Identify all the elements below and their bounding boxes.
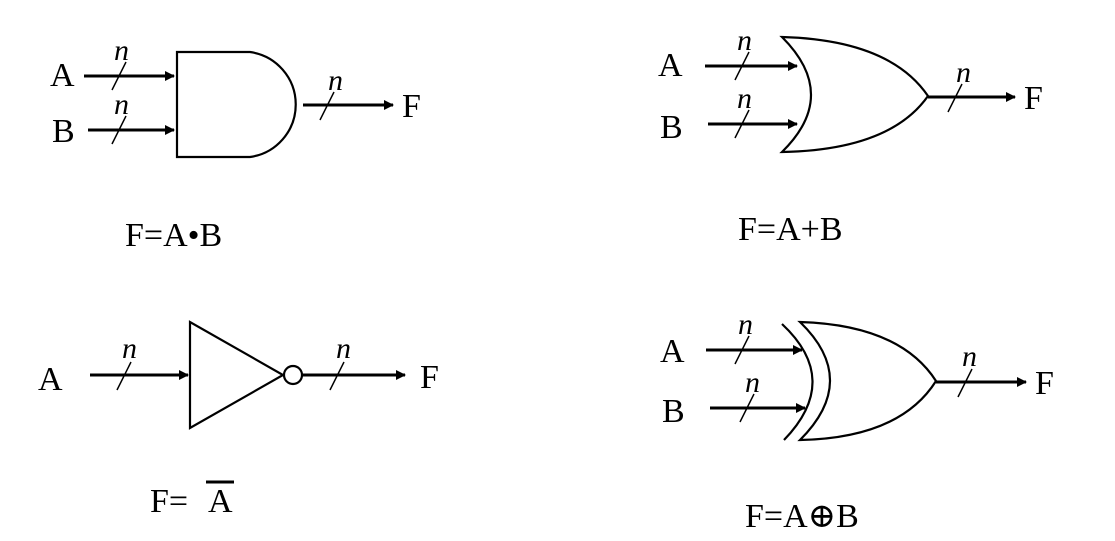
bus-slash: [734, 335, 750, 365]
bus-width-label: n: [745, 366, 760, 399]
not-equation-var: A: [208, 483, 233, 520]
bus-width-label: n: [122, 332, 137, 365]
xor-input-a-label: A: [660, 333, 685, 370]
and-gate-body: [175, 50, 297, 159]
bus-slash: [947, 83, 963, 113]
not-equation-prefix: F=: [150, 483, 188, 520]
bus-slash: [111, 115, 127, 145]
or-equation: F=A+B: [738, 211, 843, 248]
xor-output-label: F: [1035, 365, 1054, 402]
bus-width-label: n: [336, 332, 351, 365]
bus-width-label: n: [737, 24, 752, 57]
or-output-label: F: [1024, 80, 1043, 117]
inversion-bubble: [282, 364, 304, 386]
bus-width-label: n: [956, 56, 971, 89]
bus-slash: [957, 368, 973, 398]
bus-slash: [734, 109, 750, 139]
and-gate: A B n n n F F=A•B: [50, 34, 421, 254]
not-input-a-label: A: [38, 361, 63, 398]
xor-extra-curve: [781, 323, 814, 441]
bus-width-label: n: [114, 88, 129, 121]
and-input-a-label: A: [50, 57, 75, 94]
bus-slash: [116, 361, 132, 391]
bus-width-label: n: [114, 34, 129, 67]
or-input-b-label: B: [660, 109, 683, 146]
bus-width-label: n: [328, 64, 343, 97]
and-equation: F=A•B: [125, 217, 222, 254]
xor-equation: F=A⊕B: [745, 498, 859, 535]
or-input-a-label: A: [658, 47, 683, 84]
bus-slash: [734, 51, 750, 81]
bus-slash: [329, 361, 345, 391]
bus-slash: [111, 61, 127, 91]
xor-input-b-label: B: [662, 393, 685, 430]
bus-slash: [319, 91, 335, 121]
and-input-b-label: B: [52, 113, 75, 150]
or-gate-body: [779, 35, 930, 154]
bus-slash: [739, 393, 755, 423]
bus-width-label: n: [738, 308, 753, 341]
not-output-label: F: [420, 359, 439, 396]
bus-width-label: n: [737, 82, 752, 115]
xor-gate: A B n n n F F=A⊕B: [660, 308, 1054, 535]
not-gate: A n n F F= A: [38, 320, 439, 520]
not-gate-body: [188, 320, 286, 430]
bus-width-label: n: [962, 340, 977, 373]
xor-gate-body: [797, 320, 938, 442]
and-output-label: F: [402, 88, 421, 125]
or-gate: A B n n n F F=A+B: [658, 24, 1043, 248]
